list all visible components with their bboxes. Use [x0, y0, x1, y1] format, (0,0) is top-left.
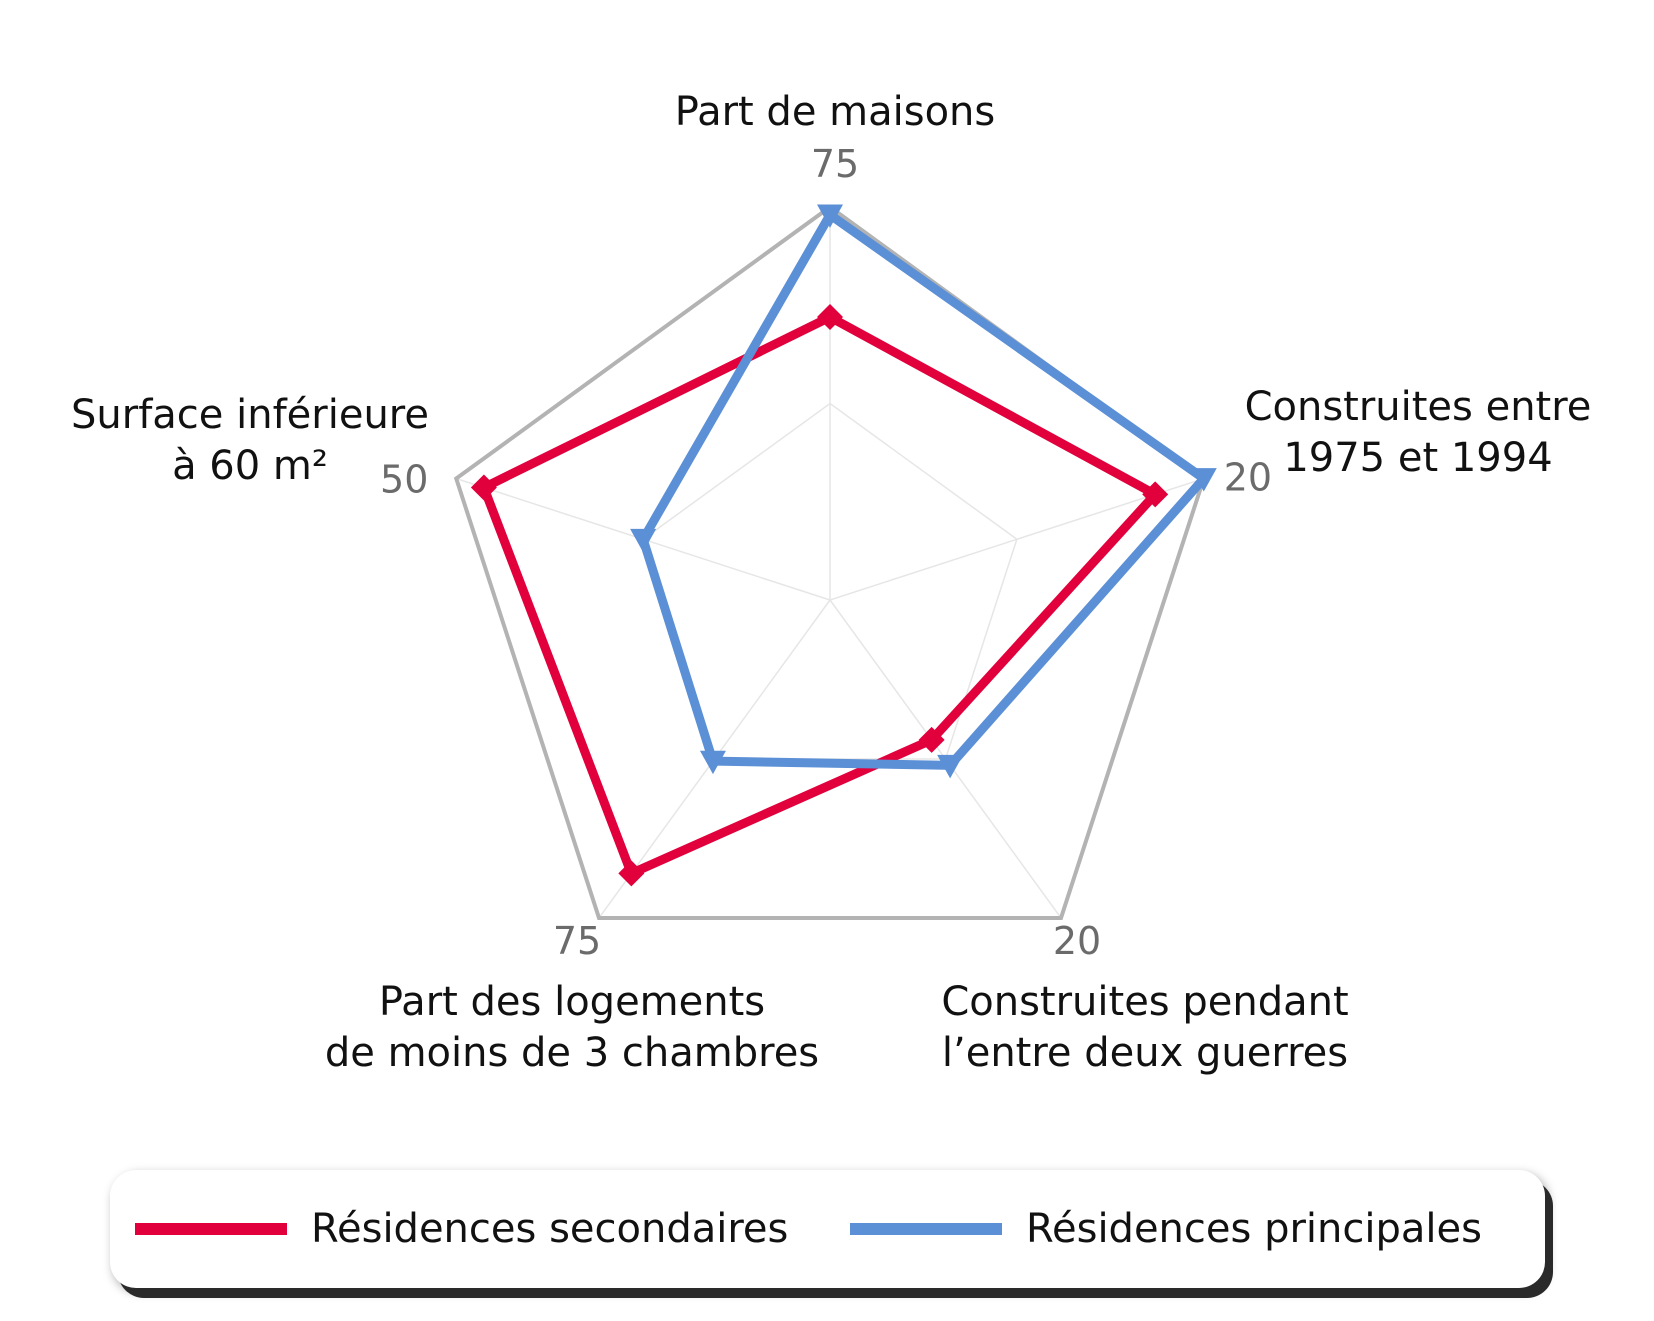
grid-spoke-1 [829, 477, 1204, 601]
tick-label-axis-3: 75 [553, 919, 601, 963]
axis-title-3-line-0: Part des logements [379, 979, 765, 1025]
series-line-1 [638, 208, 1211, 770]
tick-label-axis-0: 75 [811, 142, 859, 186]
series-0-point-1 [1142, 481, 1169, 508]
axis-title-2-line-0: Construites pendant [941, 979, 1348, 1025]
axis-title-0-line-0: Part de maisons [675, 89, 996, 135]
series-1-point-2 [937, 754, 964, 779]
axis-title-1-line-1: 1975 et 1994 [1283, 435, 1552, 481]
series-0-point-3 [618, 860, 645, 887]
legend-item-principales: Résidences principales [850, 1170, 1482, 1288]
series-0-point-0 [817, 304, 843, 331]
axis-title-4-line-0: Surface inférieure [71, 392, 429, 438]
series-1-point-4 [630, 528, 657, 553]
series-1-point-1 [1190, 468, 1217, 492]
tick-label-axis-1: 20 [1224, 456, 1272, 500]
legend-label-principales: Résidences principales [1026, 1206, 1482, 1252]
axis-title-4-line-1: à 60 m² [172, 443, 328, 489]
tick-label-axis-4: 50 [380, 458, 428, 502]
tick-label-axis-2: 20 [1053, 919, 1101, 963]
series-0-point-2 [918, 726, 945, 753]
legend-swatch-secondaires [135, 1223, 287, 1235]
legend-label-secondaires: Résidences secondaires [311, 1206, 789, 1252]
legend: Résidences secondaires Résidences princi… [110, 1170, 1545, 1288]
legend-item-secondaires: Résidences secondaires [135, 1170, 788, 1288]
series-0-point-4 [470, 474, 497, 501]
series-line-0 [478, 311, 1163, 880]
series-1-point-3 [699, 750, 726, 775]
axis-title-2-line-1: l’entre deux guerres [942, 1030, 1348, 1076]
legend-swatch-principales [850, 1223, 1002, 1235]
series-1-point-0 [817, 204, 843, 228]
axis-title-1-line-0: Construites entre [1245, 384, 1592, 430]
axis-title-3-line-1: de moins de 3 chambres [325, 1030, 819, 1076]
